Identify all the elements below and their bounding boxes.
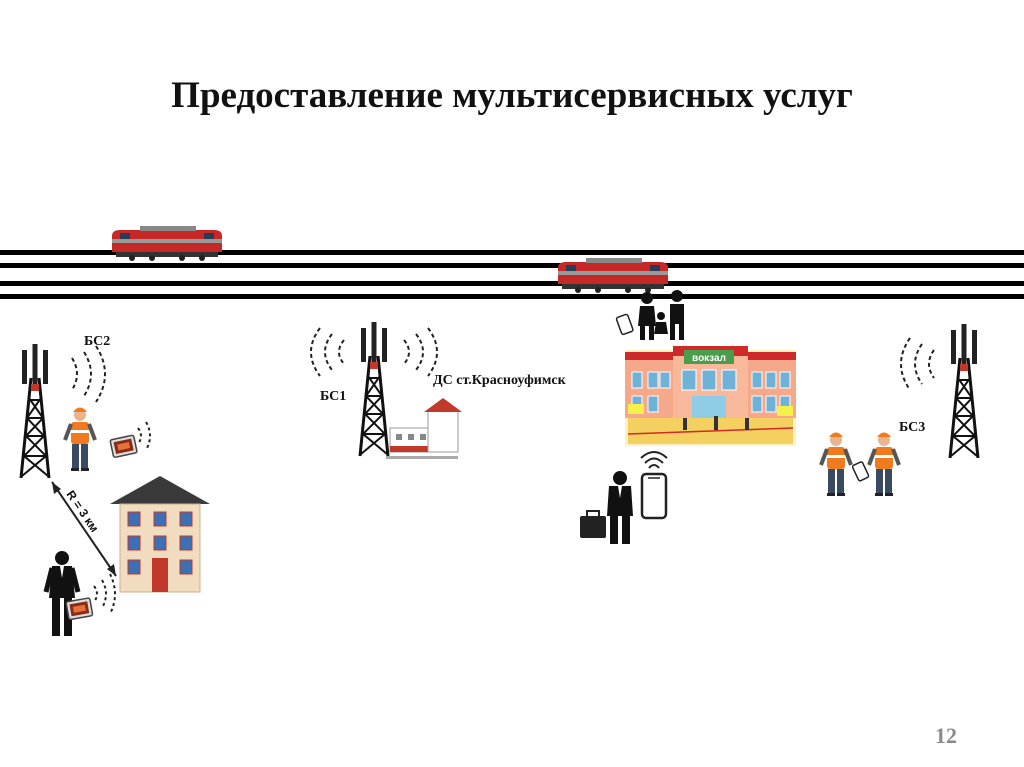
station-building-icon: вокзал: [625, 346, 796, 446]
tower-icon: [948, 322, 980, 460]
phone-icon: [851, 461, 870, 482]
signal-waves-icon: [900, 337, 935, 391]
signal-waves-icon: [640, 451, 668, 469]
family-icon: [638, 290, 684, 340]
tower-icon: [358, 320, 390, 458]
worker-icon: [63, 405, 97, 473]
worker-icon: [867, 430, 901, 498]
worker-icon: [819, 430, 853, 498]
businessman-icon: [607, 471, 633, 544]
page-number: 12: [935, 723, 957, 748]
signal-waves-icon: [137, 421, 151, 451]
rail-line-1: [0, 250, 1024, 255]
tower-icon: [19, 342, 51, 480]
tablet-icon: [109, 434, 138, 459]
vokzal-sign: вокзал: [692, 353, 726, 364]
tablet-icon: [65, 597, 94, 621]
railway-tracks: [0, 250, 1024, 299]
house-icon: [110, 476, 210, 593]
businessman-icon: [43, 551, 81, 636]
suitcase-icon: [580, 510, 606, 538]
signal-waves-icon: [71, 345, 106, 403]
rail-line-2: [0, 263, 1024, 268]
rail-line-4: [0, 294, 1024, 299]
station-post-label: ДС ст.Красноуфимск: [433, 373, 566, 388]
bs3-label: БС3: [899, 420, 926, 435]
rail-line-3: [0, 281, 1024, 286]
train-icon: [558, 258, 668, 293]
signal-waves-icon: [310, 327, 438, 377]
bs2-label: БС2: [84, 334, 111, 349]
slide-title: Предоставление мультисервисных услуг: [171, 75, 853, 116]
train-icon: [112, 226, 222, 261]
radius-arrow: [51, 481, 117, 577]
phone-icon: [615, 313, 634, 336]
phone-icon: [640, 472, 668, 520]
signal-waves-icon: [93, 573, 116, 615]
station-post-icon: [386, 398, 462, 459]
bs1-label: БС1: [320, 389, 347, 404]
